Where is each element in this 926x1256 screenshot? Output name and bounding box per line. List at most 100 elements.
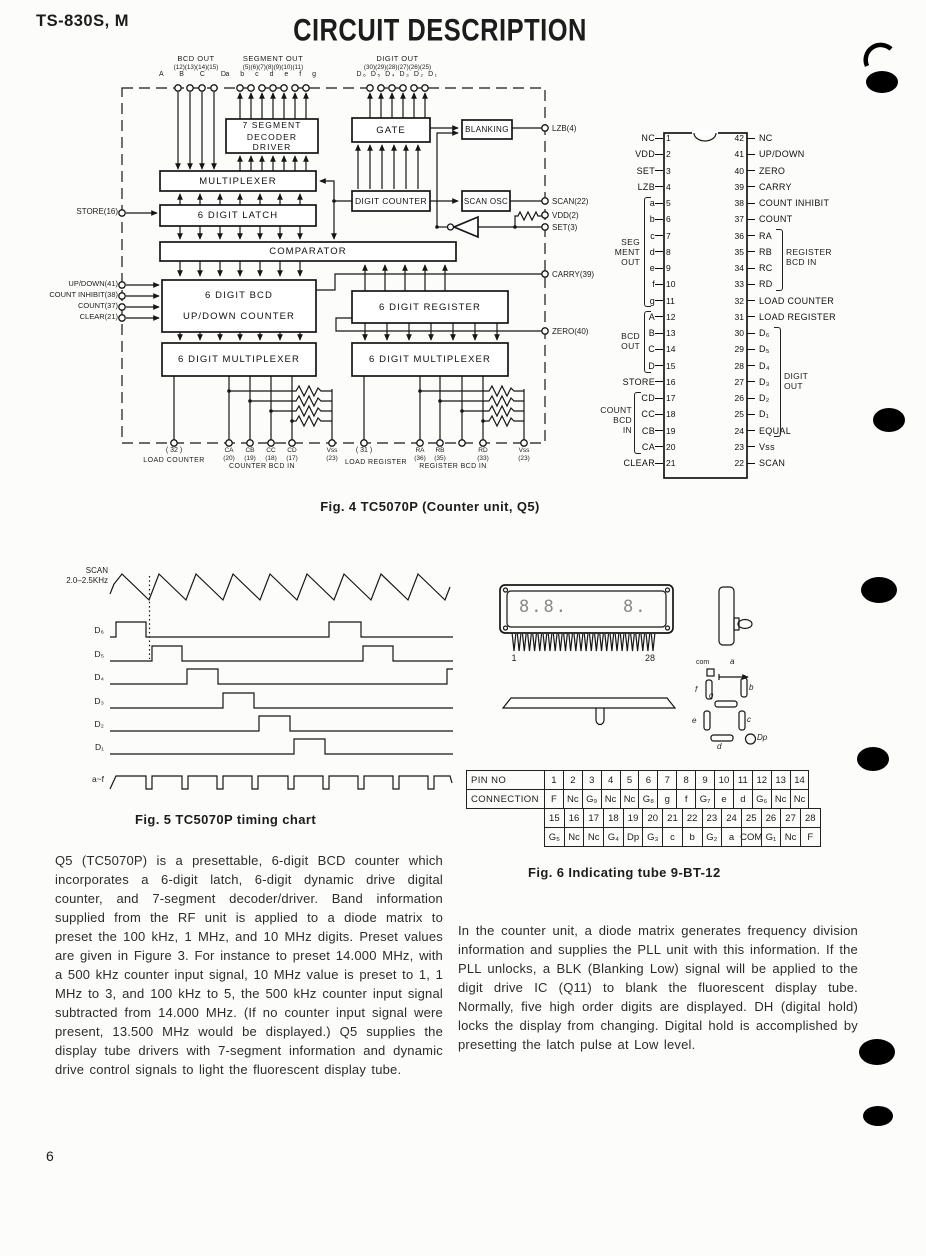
pin-label: D bbox=[648, 360, 655, 371]
signal-scan: SCAN(22) bbox=[552, 196, 589, 206]
bottom-register-bcd: REGISTER BCD IN bbox=[419, 463, 487, 470]
pin-label: RD bbox=[759, 279, 773, 290]
table-cell-pin: 12 bbox=[752, 771, 772, 790]
pinout-right-row: 33 RD bbox=[677, 276, 863, 292]
terminal bbox=[377, 84, 385, 92]
pin-number: 5 bbox=[666, 198, 671, 208]
table-cell-pin: 23 bbox=[702, 809, 723, 828]
pin-number: 32 bbox=[734, 295, 744, 306]
pin-tick bbox=[747, 446, 755, 448]
table-cell-pin: 18 bbox=[604, 809, 624, 828]
group-register-bcd-in: REGISTER BCD IN bbox=[786, 247, 832, 267]
pin-number: 7 bbox=[666, 230, 671, 241]
terminal bbox=[258, 84, 266, 92]
segment-dp-label: Dp bbox=[757, 733, 768, 742]
table-cell-connection: Nc bbox=[601, 790, 621, 809]
pin-number: 4 bbox=[666, 181, 671, 192]
pin-label: LOAD COUNTER bbox=[759, 295, 835, 306]
fig5-caption: Fig. 5 TC5070P timing chart bbox=[135, 812, 317, 827]
pin-number: 39 bbox=[734, 181, 744, 192]
pin-tick bbox=[655, 430, 663, 431]
bottom-load-register-pin: ( 31 ) bbox=[355, 447, 373, 454]
terminal bbox=[328, 439, 336, 447]
block-mux-right: 6 DIGIT MULTIPLEXER bbox=[369, 354, 491, 365]
table-header-connection: CONNECTION bbox=[467, 790, 545, 809]
table-cell-connection: e bbox=[715, 790, 734, 809]
junction-dot bbox=[248, 399, 252, 403]
pin-label: a bbox=[649, 198, 655, 208]
pin-number: 9 bbox=[666, 263, 671, 273]
pin-number: 36 bbox=[734, 230, 744, 241]
pin-label: D₅ bbox=[759, 344, 770, 355]
pin-tick bbox=[747, 300, 755, 301]
terminal bbox=[247, 84, 255, 92]
signal-count: COUNT(37) bbox=[77, 300, 118, 310]
table-cell-pin: 28 bbox=[800, 809, 821, 828]
table-cell-connection: G₃ bbox=[643, 828, 664, 847]
waveform-label: a~f bbox=[91, 774, 104, 784]
pin-label: CD bbox=[641, 393, 655, 403]
pin-label: f bbox=[652, 279, 655, 290]
pin-tick bbox=[747, 251, 755, 253]
table-cell-pin: 7 bbox=[658, 771, 678, 790]
top-group-segment-title: SEGMENT OUT bbox=[242, 54, 304, 63]
pin-label: A bbox=[648, 311, 655, 322]
table-cell-pin: 24 bbox=[722, 809, 742, 828]
junction-dot bbox=[269, 409, 273, 413]
table-cell-pin: 2 bbox=[563, 771, 583, 790]
pin-label: D₃ bbox=[759, 376, 770, 387]
table-cell-connection: G₆ bbox=[752, 790, 772, 809]
table-cell-connection: G₂ bbox=[702, 828, 723, 847]
pin-number: 13 bbox=[666, 328, 676, 338]
block-scan-osc: SCAN OSC bbox=[463, 196, 509, 206]
fig6-tube-drawings bbox=[499, 584, 757, 745]
pin-number: 3 bbox=[666, 165, 671, 176]
table-cell-pin: 20 bbox=[643, 809, 664, 828]
terminal bbox=[210, 84, 218, 92]
segment-c-label: c bbox=[747, 715, 751, 724]
table-cell-connection: Nc bbox=[563, 790, 583, 809]
signal-clear: CLEAR(21) bbox=[79, 311, 118, 321]
pin-tick bbox=[655, 137, 663, 139]
pin-tick bbox=[747, 218, 755, 220]
pin-number: 33 bbox=[734, 279, 744, 290]
pin-label: D₂ bbox=[759, 393, 770, 403]
pin-tick bbox=[655, 283, 663, 285]
pin-label: STORE bbox=[622, 376, 655, 387]
pin-label: NC bbox=[641, 133, 655, 143]
pin-tick bbox=[655, 202, 663, 204]
pin-tick bbox=[655, 365, 663, 366]
preset-resistor bbox=[229, 384, 332, 398]
top-group-bcd: BCD OUT (12)(13)(14)(15) A B C D bbox=[146, 54, 246, 79]
top-group-digit: DIGIT OUT (30)(29)(28)(27)(26)(25) D₆ D₅… bbox=[345, 54, 450, 79]
terminal bbox=[118, 314, 126, 322]
pin-number: 27 bbox=[734, 376, 744, 387]
block-multiplexer: MULTIPLEXER bbox=[199, 175, 277, 187]
signal-vdd: VDD(2) bbox=[552, 210, 579, 220]
pin-number: 20 bbox=[666, 441, 676, 452]
pin-label: d bbox=[649, 246, 655, 257]
pin-label: UP/DOWN bbox=[759, 149, 805, 160]
bottom-rd: RD (33) bbox=[477, 447, 489, 462]
terminal bbox=[291, 84, 299, 92]
block-gate: GATE bbox=[376, 124, 406, 136]
bottom-rb: RB (35) bbox=[434, 447, 446, 462]
segment-f-label: f bbox=[695, 685, 698, 694]
segment-b-label: b bbox=[749, 683, 754, 692]
pin-tick bbox=[655, 316, 663, 318]
terminal bbox=[225, 439, 233, 447]
terminal bbox=[118, 281, 126, 289]
pin-number: 34 bbox=[734, 263, 744, 273]
pin-tick bbox=[747, 186, 755, 188]
pin-number: 37 bbox=[734, 214, 744, 225]
table-cell-pin: 1 bbox=[545, 771, 564, 790]
